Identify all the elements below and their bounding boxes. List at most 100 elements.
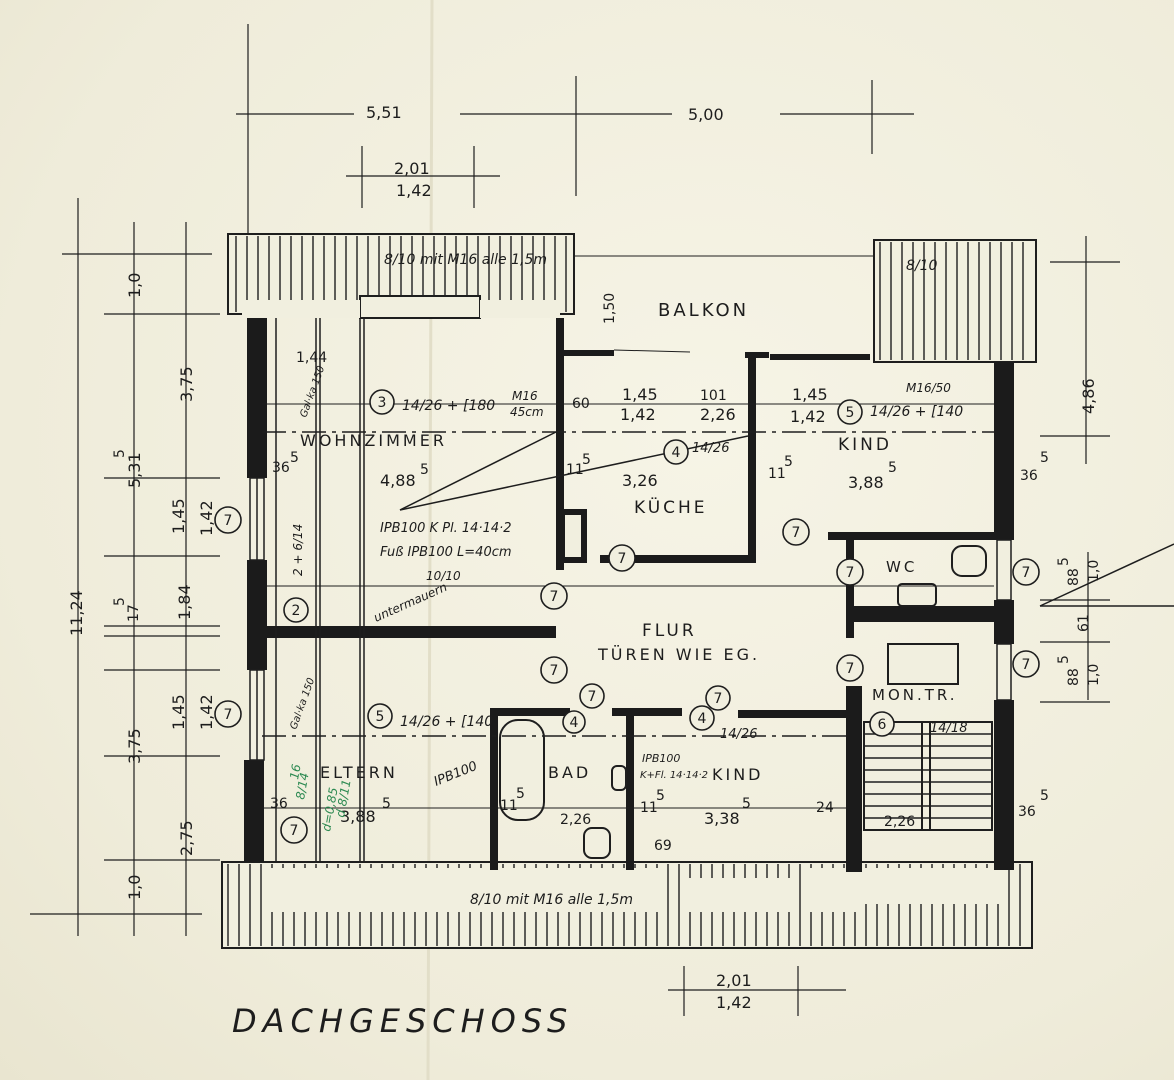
note-4-top: 14/26	[692, 441, 729, 456]
note-ipb3: IPB100	[432, 759, 480, 790]
rd-kind-145: 1,45	[792, 385, 828, 404]
dimension-lines	[30, 24, 1120, 1016]
rd-kind-388-sup: 5	[888, 460, 897, 476]
rd-wz-h-sup: 5	[420, 462, 429, 478]
marker-circle	[705, 685, 731, 711]
marker-circle	[214, 700, 242, 728]
rd-bad-11-sup: 5	[516, 786, 525, 802]
dim-right-b-sup: 5	[1056, 557, 1072, 566]
rd-kind-36-sup: 5	[1040, 450, 1049, 466]
note-untermauern: untermauern	[372, 580, 450, 625]
note-3: 14/26 + [180	[402, 398, 495, 414]
note-green2: 8/14	[293, 772, 311, 801]
marker-label: 7	[792, 525, 801, 541]
marker-label: 4	[698, 711, 707, 727]
marker-circle	[540, 582, 568, 610]
marker-label: 4	[570, 715, 579, 731]
rd-kue-226: 2,26	[700, 405, 736, 424]
note-1010: 10/10	[426, 569, 461, 583]
marker-circle	[689, 705, 715, 731]
room-wc: WC	[886, 558, 917, 576]
rafter-beam-bottom	[221, 861, 1033, 949]
dim-left-g-sup: 5	[112, 597, 128, 606]
marker-label: 7	[550, 589, 559, 605]
marker-circle	[782, 518, 810, 546]
dim-left-total: 11,24	[67, 590, 86, 636]
toilet-bad	[583, 827, 611, 859]
rd-kue-11-sup: 5	[582, 452, 591, 468]
dim-left-d: 1,45	[169, 498, 188, 534]
rd-kb-69: 69	[654, 838, 672, 854]
rd-el-36: 36	[270, 796, 288, 812]
rafter-beam-right	[873, 239, 1037, 363]
dim-left-b: 5,31	[125, 452, 144, 488]
balkon-rail	[574, 255, 874, 353]
marker-circle	[836, 654, 864, 682]
rd-balkon-h: 1,50	[602, 293, 618, 324]
windows	[249, 477, 1012, 761]
dim-right-c: 1,0	[1086, 560, 1102, 582]
marker-circle	[1012, 558, 1040, 586]
dim-top-a: 5,51	[366, 103, 402, 122]
room-dims: 1,44 4,88 5 36 5 1,50 60 1,45 1,42 101 2…	[270, 293, 1049, 854]
marker-circle	[369, 389, 395, 415]
room-kind-top: KIND	[838, 435, 892, 455]
marker-label: 7	[846, 565, 855, 581]
note-ipb2: Fuß IPB100 L=40cm	[380, 545, 512, 560]
rafter-beam-top	[227, 233, 575, 319]
room-eltern: ELTERN	[320, 763, 398, 782]
marker-label: 7	[1022, 565, 1031, 581]
room-balkon: BALKON	[658, 300, 749, 321]
dim-left-c: 3,75	[177, 366, 196, 402]
dim-left-e: 1,42	[197, 500, 216, 536]
rd-el-388: 3,88	[340, 807, 376, 826]
marker-label: 7	[224, 513, 233, 529]
marker-label: 4	[672, 445, 681, 461]
rd-kb-338-sup: 5	[742, 796, 751, 812]
dim-right-f: 1,0	[1086, 664, 1102, 686]
marker-circle	[540, 656, 568, 684]
dim-left-a: 1,0	[125, 273, 144, 298]
dim-bottom-b: 1,42	[716, 993, 752, 1012]
marker-circle	[1012, 650, 1040, 678]
rd-kind-11: 11	[768, 466, 786, 482]
dims-right: 4,86 88 5 1,0 61 88 5 1,0	[1056, 378, 1102, 686]
dim-right-d: 61	[1076, 614, 1092, 632]
marker-label: 7	[714, 691, 723, 707]
room-wohnzimmer: WOHNZIMMER	[300, 431, 447, 450]
note-ipb-bad1: IPB100	[642, 752, 680, 765]
dim-left-i: 1,42	[197, 694, 216, 730]
marker-circle	[608, 544, 636, 572]
note-green1: 16	[287, 763, 304, 781]
room-montr: MON.TR.	[872, 686, 958, 704]
dim-top-c: 2,01	[394, 159, 430, 178]
dim-left-j: 3,75	[125, 728, 144, 764]
room-flur-note: TÜREN WIE EG.	[597, 645, 760, 664]
note-3b: M16	[512, 389, 538, 403]
montr-box	[887, 643, 959, 685]
marker-label: 2	[292, 603, 301, 619]
dim-left-k: 2,75	[177, 820, 196, 856]
note-green4: d 8/11	[333, 778, 353, 818]
note-5-bottom: 14/26 + [140	[400, 714, 493, 730]
marker-circle	[579, 683, 605, 709]
rd-wz-wall: 36	[272, 460, 290, 476]
note-6: 14/18	[930, 721, 967, 736]
rd-kue-142: 1,42	[620, 405, 656, 424]
marker-circle	[367, 703, 393, 729]
rd-kind-11-sup: 5	[784, 454, 793, 470]
roof-slope	[1039, 543, 1174, 607]
room-kueche: KÜCHE	[634, 496, 708, 518]
rd-kb-11: 11	[640, 800, 658, 816]
note-ipb1: IPB100 K Pl. 14·14·2	[380, 521, 512, 536]
marker-circle	[562, 710, 586, 734]
marker-label: 7	[588, 689, 597, 705]
note-2614: 2 + 6/14	[291, 524, 305, 576]
dim-left-f: 1,84	[175, 584, 194, 620]
marker-label: 3	[378, 395, 387, 411]
chimney	[559, 509, 587, 563]
note-4-bottom: 14/26	[720, 727, 757, 742]
note-beam-bottom: 8/10 mit M16 alle 1,5m	[470, 892, 633, 908]
